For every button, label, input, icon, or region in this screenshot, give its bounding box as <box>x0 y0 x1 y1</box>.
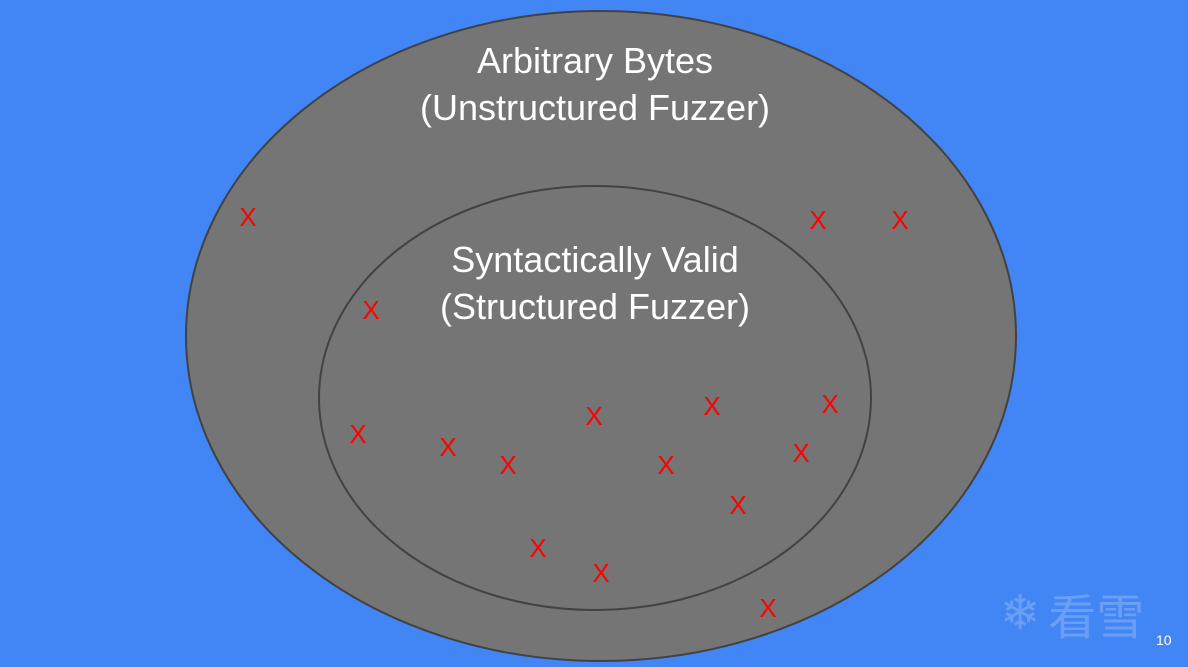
input-mark: X <box>529 533 547 563</box>
input-mark: X <box>592 558 610 588</box>
inner-set-ellipse <box>318 185 872 611</box>
input-mark: X <box>792 438 810 468</box>
watermark-text: 看雪 <box>1048 592 1145 645</box>
outer-set-title: Arbitrary Bytes <box>476 40 714 81</box>
inner-set-title: Syntactically Valid <box>451 239 739 280</box>
input-mark: X <box>349 419 367 449</box>
inner-set-label: Syntactically Valid (Structured Fuzzer) <box>295 236 895 330</box>
input-mark: X <box>703 391 721 421</box>
page-number: 10 <box>1156 632 1172 648</box>
input-mark: X <box>439 432 457 462</box>
watermark: ❄ 看雪 <box>1000 578 1144 648</box>
input-mark: X <box>809 205 827 235</box>
input-mark: X <box>759 593 777 623</box>
input-mark: X <box>729 490 747 520</box>
input-mark: X <box>585 401 603 431</box>
snowflake-icon: ❄ <box>1000 587 1041 640</box>
input-mark: X <box>821 389 839 419</box>
outer-set-label: Arbitrary Bytes (Unstructured Fuzzer) <box>295 37 895 131</box>
input-mark: X <box>891 205 909 235</box>
outer-set-subtitle: (Unstructured Fuzzer) <box>419 87 771 128</box>
inner-set-subtitle: (Structured Fuzzer) <box>439 286 751 327</box>
input-mark: X <box>657 450 675 480</box>
input-mark: X <box>499 450 517 480</box>
input-mark: X <box>362 295 380 325</box>
input-mark: X <box>239 202 257 232</box>
